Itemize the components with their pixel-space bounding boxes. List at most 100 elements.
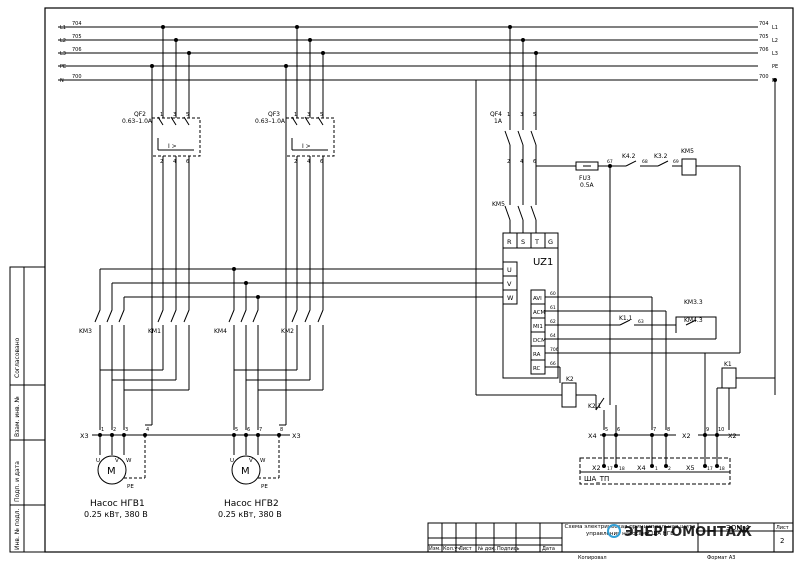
inverter-input-t: T — [534, 238, 539, 246]
qf3-out-2: 2 — [294, 159, 297, 165]
inverter-outputs: U V W — [507, 266, 514, 302]
motor-1-term-v: V — [115, 458, 119, 464]
k1-1-label: K1.1 — [619, 315, 633, 322]
x3-term-2: 2 — [113, 427, 116, 433]
contactor-km2: KM2 — [234, 290, 324, 391]
x3-term-7: 7 — [259, 427, 262, 433]
wire-63: 63 — [638, 319, 644, 325]
fuse-name: FU3 — [579, 175, 591, 182]
bus-number-right-704: 704 — [759, 21, 769, 27]
motor-1-name: Насос НГВ1 — [90, 499, 145, 509]
wire-68: 68 — [642, 159, 648, 165]
k4-2-label: K4.2 — [622, 153, 636, 160]
terminal-strip-x2: X2 X2 9 10 — [682, 353, 740, 466]
inverter-control-wiring: 60 61 62 64 706 66 63 K1.1 KM3.3 KM4.3 — [545, 291, 740, 430]
bus-number-706: 706 — [72, 47, 82, 53]
x2-term-9: 9 — [706, 427, 709, 433]
bus-number-700: 700 — [72, 74, 82, 80]
k2-label: K2 — [566, 376, 574, 383]
qf4-terminal-numbers: 1 3 5 2 4 6 — [507, 112, 536, 165]
tb-col-kol: Кол.уч. — [443, 546, 462, 552]
qf4-in-3: 3 — [520, 112, 523, 118]
contactor-km3: KM3 — [79, 300, 125, 430]
inverter-name: UZ1 — [533, 257, 553, 268]
relays: K2 K1 K2.1 — [475, 80, 775, 430]
bus-number-704: 704 — [72, 21, 82, 27]
stamp-row-1: Взам. инв. № — [14, 396, 21, 437]
km5-coil-label: KM5 — [681, 148, 694, 155]
breaker-qf4: QF4 1A KM5 — [490, 27, 537, 233]
cab-x4-term-2: 2 — [668, 466, 671, 472]
motor-2-term-pe: PE — [261, 484, 268, 490]
x4-term-7: 7 — [653, 427, 656, 433]
wire-67: 67 — [607, 159, 613, 165]
drawing-frame — [44, 7, 794, 553]
bus-number-right-706: 706 — [759, 47, 769, 53]
wire-60: 60 — [550, 291, 556, 297]
tb-code: ЭОМ-4 — [726, 524, 750, 532]
cab-x2-term-18: 18 — [619, 466, 625, 472]
x4-term-6: 6 — [617, 427, 620, 433]
motor-1-term-w: W — [126, 458, 132, 464]
km4-label: KM4 — [214, 328, 227, 335]
wire-61: 61 — [550, 305, 556, 311]
x3-term-6: 6 — [247, 427, 250, 433]
x2-right-label: X2 — [728, 432, 737, 440]
watermark-logo-icon — [607, 524, 621, 538]
motor-2-term-v: V — [249, 458, 253, 464]
tb-format: Формат А3 — [707, 555, 735, 561]
qf3-name: QF3 — [268, 111, 280, 118]
title-block: Изм. Кол.уч. Лист № док. Подпись Дата Сх… — [427, 522, 794, 553]
tb-col-izm: Изм. — [429, 546, 441, 552]
watermark-text: ЭНЕРГОМОНТАЖ — [624, 525, 752, 540]
cab-x5-term-17: 17 — [707, 466, 713, 472]
bus-label-right-l1: L1 — [772, 25, 778, 31]
control-chain: FU3 0.5A K4.2 K3.2 KM5 67 68 69 — [536, 148, 741, 353]
side-stamp: Согласовано Взам. инв. № Подп. и дата Ин… — [9, 266, 46, 553]
motor-2-spec: 0.25 кВт, 380 В — [218, 510, 282, 519]
cab-x2-term-17: 17 — [607, 466, 613, 472]
qf4-in-1: 1 — [507, 112, 510, 118]
qf4-out-2: 2 — [507, 159, 510, 165]
qf4-rating: 1A — [494, 118, 503, 125]
qf2-in-1: 1 — [160, 112, 163, 118]
inverter-output-u: U — [507, 266, 512, 274]
x3-term-5: 5 — [235, 427, 238, 433]
tb-col-doc: № док. — [478, 546, 496, 552]
bus-labels-left: L1 L2 L3 PE N 704 705 706 700 — [60, 21, 82, 84]
stamp-row-3: Инв. № подл. — [14, 509, 21, 550]
cab-x4-term-1: 1 — [655, 466, 658, 472]
bus-number-right-705: 705 — [759, 34, 769, 40]
km4-3-label: KM4.3 — [684, 317, 703, 324]
qf3-rating: 0.63–1.0A — [255, 118, 286, 125]
qf3-out-4: 4 — [307, 159, 310, 165]
qf2-rating: 0.63–1.0A — [122, 118, 153, 125]
terminal-strip-x3: X3 X3 1 2 3 4 5 6 7 8 — [80, 427, 301, 479]
x2-term-10: 10 — [718, 427, 724, 433]
tb-sheet-no: 2 — [780, 537, 784, 545]
inverter-output-w: W — [507, 294, 514, 302]
x3-right-label: X3 — [292, 432, 301, 440]
inverter-terminal-mi1: MI1 — [533, 324, 543, 330]
x4-term-8: 8 — [667, 427, 670, 433]
cabinet-x5-label: X5 — [686, 464, 695, 472]
tb-col-sign: Подпись — [497, 546, 520, 552]
km3-3-label: KM3.3 — [684, 299, 703, 306]
cabinet-sha-tp: X2 X4 X5 ША_ТП 17 18 1 2 17 18 — [579, 457, 731, 485]
bus-lines — [58, 25, 777, 395]
fuse-rating: 0.5A — [580, 182, 595, 189]
motor-1-term-pe: PE — [127, 484, 134, 490]
qf4-name: QF4 — [490, 111, 502, 118]
x3-term-4: 4 — [146, 427, 149, 433]
bus-label-right-l3: L3 — [772, 51, 778, 57]
cab-x5-term-18: 18 — [719, 466, 725, 472]
inverter-input-r: R — [507, 238, 512, 246]
qf4-out-4: 4 — [520, 159, 523, 165]
wire-69: 69 — [673, 159, 679, 165]
coil-k1 — [721, 367, 737, 389]
k2-1-label: K2.1 — [588, 403, 602, 410]
bus-label-right-l2: L2 — [772, 38, 778, 44]
cabinet-x4-label: X4 — [637, 464, 646, 472]
wire-64: 64 — [550, 333, 556, 339]
motor-ngv1: M U V W PE Насос НГВ1 0.25 кВт, 380 В — [84, 455, 148, 519]
